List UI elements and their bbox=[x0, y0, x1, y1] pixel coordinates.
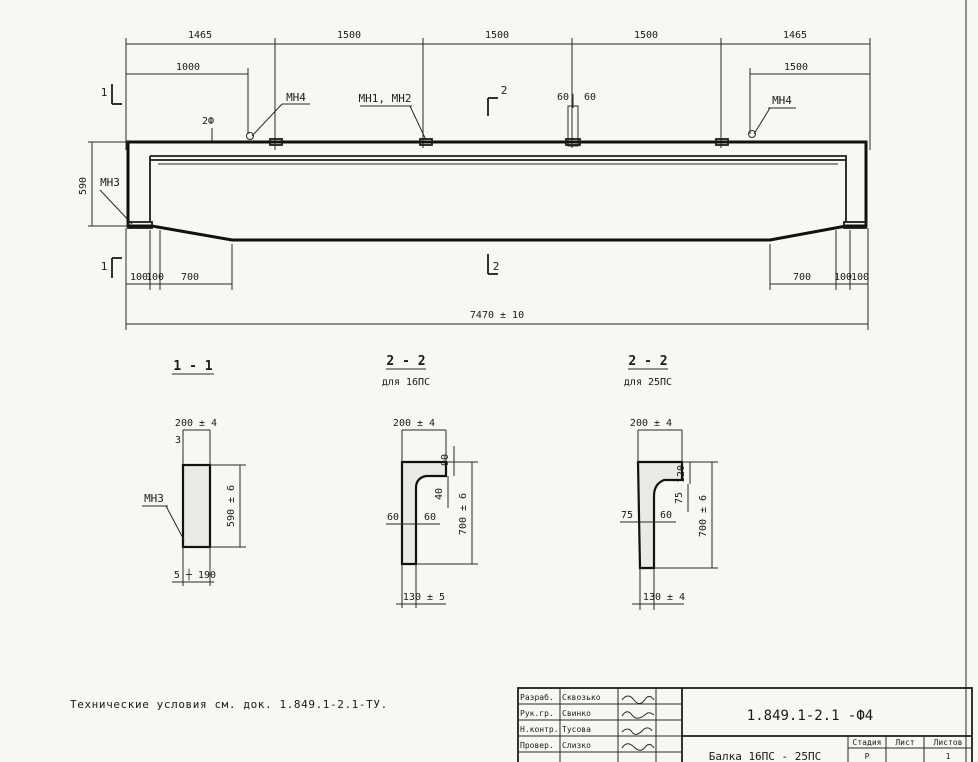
section-1-1: 1 - 1 200 ± 4 3 590 ± 6 MH3 5 ┼ 190 bbox=[142, 359, 246, 586]
small-label-left: 2Ф bbox=[202, 116, 214, 127]
top-insert bbox=[269, 138, 283, 146]
bottom-dim-left-2: 100 bbox=[146, 272, 164, 283]
end-plate-right bbox=[843, 221, 867, 229]
beam-elevation: 1465 1500 1500 1500 1465 1000 1500 1 1 2… bbox=[78, 30, 871, 330]
section-2-2-25ps-width: 200 ± 4 bbox=[630, 418, 672, 429]
small-label-mid-left: 60 bbox=[557, 92, 569, 103]
left-offset-label: 1000 bbox=[176, 62, 200, 73]
leader-mh4-left bbox=[251, 103, 283, 137]
bottom-dim-left-3: 700 bbox=[181, 272, 199, 283]
section-1-1-height: 590 ± 6 bbox=[226, 485, 237, 527]
section-2-top-label: 2 bbox=[501, 84, 508, 97]
section-2-2-25ps-title: 2 - 2 bbox=[628, 354, 667, 369]
top-dim-5: 1465 bbox=[783, 30, 807, 41]
beam-inner-flange-line bbox=[150, 155, 847, 222]
col-label-sheet: Лист bbox=[895, 738, 914, 747]
lifting-loop bbox=[567, 105, 579, 147]
technical-note: Технические условия см. док. 1.849.1-2.1… bbox=[70, 698, 388, 711]
signature bbox=[621, 743, 655, 751]
overall-length: 7470 ± 10 bbox=[470, 310, 524, 321]
section-2-2-16ps-dim-b: 40 bbox=[434, 488, 445, 500]
top-dim-4: 1500 bbox=[634, 30, 658, 41]
section-1-1-width: 200 ± 4 bbox=[175, 418, 217, 429]
title-block: Разраб. Сквозько Рук.гр. Свинко Н.контр.… bbox=[517, 687, 973, 762]
section-2-2-25ps-subtitle: для 25ПС bbox=[624, 377, 672, 388]
section-2-2-16ps-profile bbox=[400, 460, 448, 566]
section-1-1-profile bbox=[181, 463, 212, 549]
section-2-2-16ps-title: 2 - 2 bbox=[386, 354, 425, 369]
signature bbox=[621, 695, 655, 704]
col-label-stage: Стадия bbox=[853, 738, 882, 747]
section-2-2-16ps-dim-d: 60 bbox=[424, 512, 436, 523]
part-mh3: MH3 bbox=[100, 176, 120, 189]
signature bbox=[621, 711, 655, 719]
insert-marker bbox=[748, 130, 756, 138]
tb-row2-role: Рук.гр. bbox=[520, 709, 554, 718]
section-2-2-16ps-height: 700 ± 6 bbox=[458, 493, 469, 535]
leader-mh4-right bbox=[753, 107, 771, 135]
section-2-2-25ps-bottom: 130 ± 4 bbox=[643, 592, 685, 603]
title-block-frame bbox=[517, 687, 973, 762]
section-1-1-small-top: 3 bbox=[175, 435, 181, 446]
tb-row2-name: Свинко bbox=[562, 709, 591, 718]
section-1-1-bottom: 5 ┼ 190 bbox=[174, 568, 216, 581]
section-1-bottom-label: 1 bbox=[101, 260, 108, 273]
height-dim-label: 590 bbox=[78, 177, 89, 195]
section-1-top-label: 1 bbox=[101, 86, 108, 99]
tb-row4-role: Провер. bbox=[520, 741, 554, 750]
section-2-2-16ps: 2 - 2 для 16ПС 200 ± 4 700 ± 6 90 40 60 … bbox=[382, 354, 478, 608]
top-insert bbox=[419, 138, 433, 146]
end-plate-left bbox=[127, 221, 153, 229]
bottom-dim-right-1: 700 bbox=[793, 272, 811, 283]
section-2-2-16ps-subtitle: для 16ПС bbox=[382, 377, 430, 388]
top-insert bbox=[565, 138, 581, 146]
col-value-stage: Р bbox=[865, 752, 870, 761]
document-code: 1.849.1-2.1 -Ф4 bbox=[747, 708, 873, 724]
section-2-2-25ps-dim-a: 120 bbox=[676, 465, 687, 483]
tb-row3-name: Тусова bbox=[562, 725, 591, 734]
tb-row3-role: Н.контр. bbox=[520, 725, 559, 734]
section-2-2-16ps-width: 200 ± 4 bbox=[393, 418, 435, 429]
section-2-2-16ps-dim-c: 60 bbox=[387, 512, 399, 523]
right-offset-label: 1500 bbox=[784, 62, 808, 73]
section-2-2-25ps-dim-c: 75 bbox=[621, 510, 633, 521]
section-2-2-16ps-bottom: 130 ± 5 bbox=[403, 592, 445, 603]
top-dim-1: 1465 bbox=[188, 30, 212, 41]
section-1-1-part: MH3 bbox=[144, 492, 164, 505]
section-2-2-25ps-height: 700 ± 6 bbox=[698, 495, 709, 537]
signature bbox=[621, 727, 653, 735]
part-mh1-mh2: MH1, MH2 bbox=[359, 92, 412, 105]
tb-row4-name: Слизко bbox=[562, 741, 591, 750]
tb-row1-name: Сквозько bbox=[562, 693, 601, 702]
small-label-mid-right: 60 bbox=[584, 92, 596, 103]
bottom-dim-left-1: 100 bbox=[130, 272, 148, 283]
top-dim-2: 1500 bbox=[337, 30, 361, 41]
col-value-sheets: 1 bbox=[946, 752, 951, 761]
section-2-2-25ps-profile bbox=[636, 460, 684, 570]
bottom-dim-right-3: 100 bbox=[851, 272, 869, 283]
section-1-1-leader bbox=[165, 505, 185, 541]
section-1-1-title: 1 - 1 bbox=[173, 359, 212, 374]
part-mh4-left: MH4 bbox=[286, 91, 306, 104]
leader-mh1-mh2 bbox=[409, 105, 427, 141]
beam-outline bbox=[126, 140, 868, 242]
top-insert bbox=[715, 138, 729, 146]
section-2-2-16ps-dim-a: 90 bbox=[440, 454, 451, 466]
section-2-2-25ps-dim-d: 60 bbox=[660, 510, 672, 521]
bottom-dim-right-2: 100 bbox=[834, 272, 852, 283]
part-mh4-right: MH4 bbox=[772, 94, 792, 107]
insert-marker bbox=[246, 132, 254, 140]
section-2-2-25ps: 2 - 2 для 25ПС 200 ± 4 700 ± 6 120 75 75… bbox=[620, 354, 718, 610]
section-2-bottom-label: 2 bbox=[493, 260, 500, 273]
drawing-name: Балка 16ПС - 25ПС bbox=[709, 750, 822, 762]
top-dim-3: 1500 bbox=[485, 30, 509, 41]
tb-row1-role: Разраб. bbox=[520, 692, 554, 702]
col-label-sheets: Листов bbox=[934, 738, 963, 747]
section-2-2-25ps-dim-b: 75 bbox=[674, 492, 685, 504]
